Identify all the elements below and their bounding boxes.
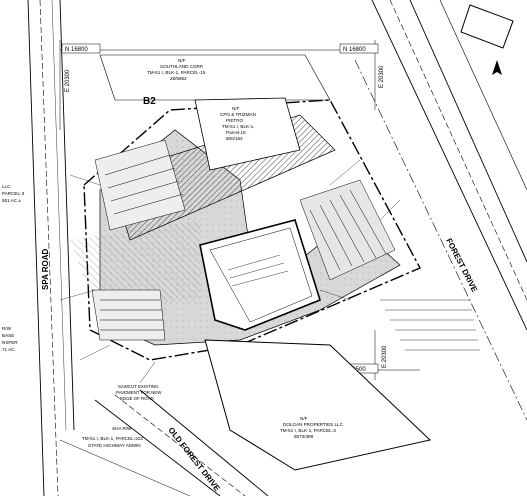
north-arrow-icon [492, 60, 502, 75]
callout-leaders [59, 159, 401, 361]
svg-text:CPO & TRIZMAN: CPO & TRIZMAN [220, 112, 256, 117]
road-label-spa: SPA ROAD [41, 248, 50, 290]
svg-text:28/5863: 28/5863 [170, 76, 187, 81]
parcel-dolgan: N/F DOLGAN PROPERTIES LLC TM-51 I, BLK-1… [204, 339, 432, 471]
grid-label-e20300-right-bottom: E 20300 [382, 345, 388, 368]
svg-text:N/F: N/F [300, 416, 308, 421]
parking-left [91, 139, 186, 341]
grid-label-n16800-left: N 16800 [65, 47, 88, 53]
parcel-southland: N/F SOUTHLAND CORP. TM-51 I, BLK-1, PARC… [99, 54, 331, 101]
proposed-building [199, 219, 321, 331]
svg-text:TM-51 I, BLK-1, PARCEL-15: TM-51 I, BLK-1, PARCEL-15 [147, 70, 206, 75]
svg-text:STATE HIGHWAY ADMIN: STATE HIGHWAY ADMIN [88, 443, 141, 448]
svg-text:Parcel-16: Parcel-16 [226, 130, 246, 135]
sawcut-note: SAWCUT EXISTING PAVEMENT FOR NEW EDGE OF… [116, 361, 162, 401]
old-forest-drive-corridor [59, 389, 269, 496]
svg-text:N/F: N/F [232, 106, 240, 111]
grid-label-n16800-right: N 16800 [343, 47, 366, 53]
svg-text:NSFER: NSFER [2, 340, 18, 345]
svg-text:EDGE OF ROAD: EDGE OF ROAD [120, 396, 154, 401]
grid-label-e20300-right-top: E 20300 [379, 65, 385, 88]
zone-label-b2-top: B2 [143, 96, 156, 107]
svg-text:800/163: 800/163 [226, 136, 243, 141]
forest-drive-corridor [354, 0, 527, 421]
svg-text:SOUTHLAND CORP.: SOUTHLAND CORP. [160, 64, 204, 69]
neighbor-building-top-right [460, 4, 514, 49]
parking-right [299, 179, 396, 281]
svg-text:PIETRO: PIETRO [226, 118, 244, 123]
svg-text:8573/399: 8573/399 [294, 434, 314, 439]
svg-text:TM-51 I, BLK-1, PARCEL-3: TM-51 I, BLK-1, PARCEL-3 [280, 428, 336, 433]
grid-label-e20300-left: E 20300 [65, 69, 71, 92]
parcel-state-highway: SHA R/W TM-51 I, BLK-1, PARCEL-222 STATE… [82, 426, 143, 448]
svg-text:551 AC.±: 551 AC.± [2, 198, 21, 203]
svg-text:DOLGAN PROPERTIES LLC: DOLGAN PROPERTIES LLC [283, 422, 344, 427]
svg-text:PAVEMENT FOR NEW: PAVEMENT FOR NEW [116, 390, 162, 395]
svg-text:TM-51 I, BLK-1,: TM-51 I, BLK-1, [222, 124, 254, 129]
parking-bottom-right [380, 299, 480, 351]
parcel-cpo-trizman: N/F CPO & TRIZMAN PIETRO TM-51 I, BLK-1,… [194, 97, 301, 171]
svg-text:N/F: N/F [178, 58, 186, 63]
left-edge-labels: LLC PARCEL-3 551 AC.± R/W BASE NSFER 71 … [2, 184, 25, 352]
spa-road-corridor [27, 0, 75, 496]
svg-text:PARCEL-3: PARCEL-3 [2, 191, 25, 196]
svg-text:R/W: R/W [2, 326, 12, 331]
svg-text:LLC: LLC [2, 184, 11, 189]
svg-text:71 AC.: 71 AC. [2, 347, 16, 352]
svg-text:TM-51 I, BLK-1, PARCEL-222: TM-51 I, BLK-1, PARCEL-222 [82, 436, 143, 441]
svg-text:SAWCUT EXISTING: SAWCUT EXISTING [118, 384, 159, 389]
svg-text:SHA R/W: SHA R/W [112, 426, 132, 431]
svg-text:BASE: BASE [2, 333, 14, 338]
